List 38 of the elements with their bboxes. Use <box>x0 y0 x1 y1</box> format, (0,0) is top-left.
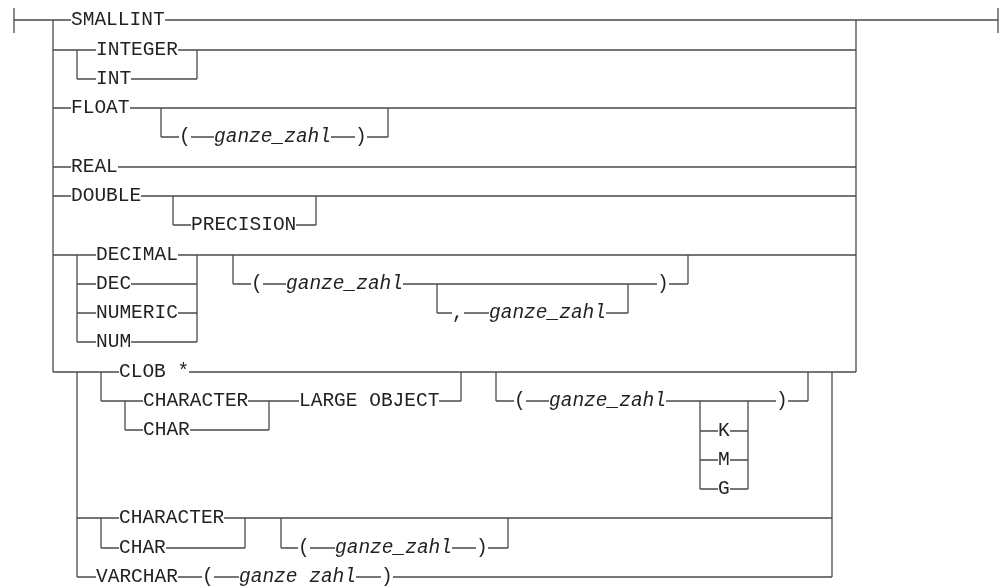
syntax-keyword: LARGE OBJECT <box>299 391 440 411</box>
variable-name: ganze_zahl <box>549 391 667 411</box>
syntax-symbol: ) <box>776 391 788 411</box>
syntax-keyword: PRECISION <box>191 215 297 235</box>
syntax-symbol: ) <box>355 127 367 147</box>
variable-name: ganze_zahl <box>335 538 453 558</box>
syntax-symbol: ) <box>476 538 488 558</box>
syntax-keyword: NUM <box>96 332 132 352</box>
syntax-symbol: ( <box>179 127 191 147</box>
syntax-keyword: M <box>718 450 730 470</box>
syntax-keyword: CHARACTER <box>119 508 225 528</box>
syntax-symbol: ( <box>298 538 310 558</box>
syntax-keyword: CHARACTER <box>143 391 249 411</box>
syntax-keyword: INT <box>96 69 132 89</box>
syntax-keyword: DECIMAL <box>96 245 178 265</box>
syntax-keyword: REAL <box>71 157 118 177</box>
syntax-keyword: FLOAT <box>71 98 130 118</box>
syntax-keyword: DEC <box>96 274 132 294</box>
syntax-symbol: ( <box>202 567 214 587</box>
syntax-keyword: VARCHAR <box>96 567 178 587</box>
syntax-symbol: ) <box>657 274 669 294</box>
syntax-keyword: INTEGER <box>96 40 178 60</box>
syntax-symbol: , <box>452 303 464 323</box>
syntax-symbol: ) <box>381 567 393 587</box>
syntax-keyword: DOUBLE <box>71 186 142 206</box>
syntax-keyword: NUMERIC <box>96 303 178 323</box>
syntax-keyword: K <box>718 421 730 441</box>
variable-name: ganze_zahl <box>214 127 332 147</box>
syntax-keyword: SMALLINT <box>71 10 165 30</box>
syntax-symbol: ( <box>251 274 263 294</box>
syntax-symbol: ( <box>514 391 526 411</box>
syntax-keyword: CHAR <box>143 420 190 440</box>
variable-name: ganze zahl <box>239 567 357 587</box>
variable-name: ganze_zahl <box>286 274 404 294</box>
syntax-keyword: G <box>718 479 730 499</box>
syntax-keyword: CHAR <box>119 538 166 558</box>
syntax-keyword: CLOB * <box>119 362 190 382</box>
variable-name: ganze_zahl <box>489 303 607 323</box>
